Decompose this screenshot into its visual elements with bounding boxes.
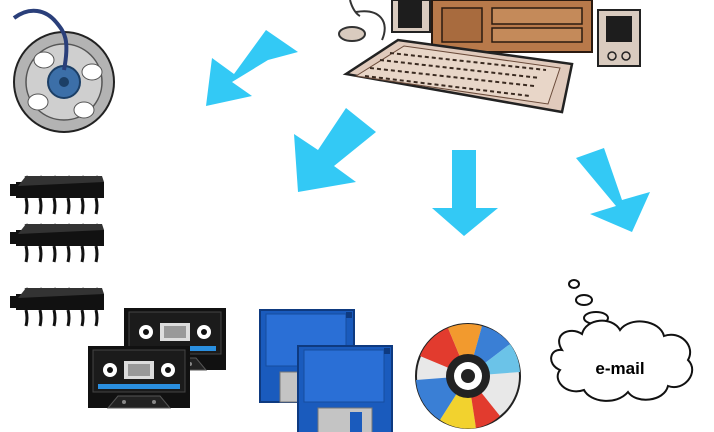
compact-disc-icon [416, 324, 520, 429]
email-thought-bubble-icon: e-mail [551, 280, 692, 401]
email-label: e-mail [595, 359, 644, 378]
cassette-tape-icon [88, 346, 190, 408]
memory-chip-icon [10, 224, 104, 262]
arrow-to-film-reel [206, 30, 298, 106]
memory-chip-icon [10, 288, 104, 326]
film-reel-icon [14, 11, 114, 132]
memory-chip-icon [10, 176, 104, 214]
arrow-to-floppy [432, 150, 498, 236]
arrow-to-cassette [294, 108, 376, 192]
desktop-computer-icon [339, 0, 640, 112]
arrow-to-cd [576, 148, 650, 232]
floppy-disk-icon [298, 346, 392, 432]
